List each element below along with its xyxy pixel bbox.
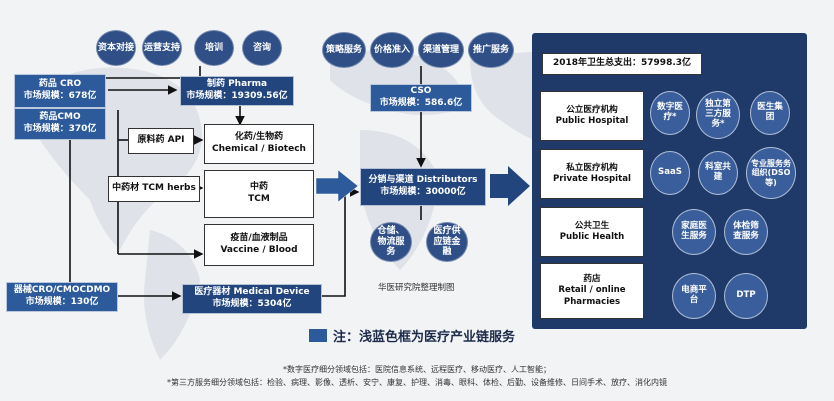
api-box: 原料药 API xyxy=(128,128,194,154)
family-doctor-circle: 家庭医生服务 xyxy=(672,209,716,255)
doctor-group-circle: 医生集团 xyxy=(750,91,790,135)
cso-pricing-circle: 价格准入 xyxy=(370,32,414,68)
dtp-circle: DTP xyxy=(724,273,768,319)
source-credit: 华医研究院整理制图 xyxy=(378,283,455,293)
service-consulting-circle: 咨询 xyxy=(242,30,282,66)
supply-finance-circle: 医疗供应链金融 xyxy=(426,222,468,262)
department-cobuild-circle: 科室共建 xyxy=(698,151,738,195)
legend-text: 注：浅蓝色框为医疗产业链服务 xyxy=(333,330,516,345)
footnote-digital: *数字医疗细分领域包括：医院信息系统、远程医疗、移动医疗、人工智能； xyxy=(283,365,551,374)
cso-strategy-circle: 策略服务 xyxy=(322,32,366,68)
logistics-service-circle: 仓储、物流服务 xyxy=(370,222,412,262)
cso-channel-circle: 渠道管理 xyxy=(418,32,464,68)
third-party-service-circle: 独立第三方服务* xyxy=(696,91,740,139)
digital-health-circle: 数字医疗* xyxy=(650,91,690,135)
legend-swatch xyxy=(309,329,327,342)
ecommerce-circle: 电商平台 xyxy=(672,273,716,319)
service-training-circle: 培训 xyxy=(194,30,234,66)
checkup-screening-circle: 体检筛查服务 xyxy=(724,209,768,255)
footnote-third-party: *第三方服务细分领域包括：检验、病理、影像、透析、安宁、康复、护理、消毒、眼科、… xyxy=(167,378,667,387)
saas-circle: SaaS xyxy=(650,151,690,195)
panel-header: 2018年卫生总支出：57998.3亿 xyxy=(542,53,702,75)
herbs-box: 中药材 TCM herbs xyxy=(108,176,200,202)
dso-circle: 专业服务务组织(DSO等) xyxy=(746,147,796,199)
service-capital-circle: 资本对接 xyxy=(96,30,136,66)
cso-promotion-circle: 推广服务 xyxy=(468,32,514,68)
service-operation-circle: 运营支持 xyxy=(142,30,182,66)
